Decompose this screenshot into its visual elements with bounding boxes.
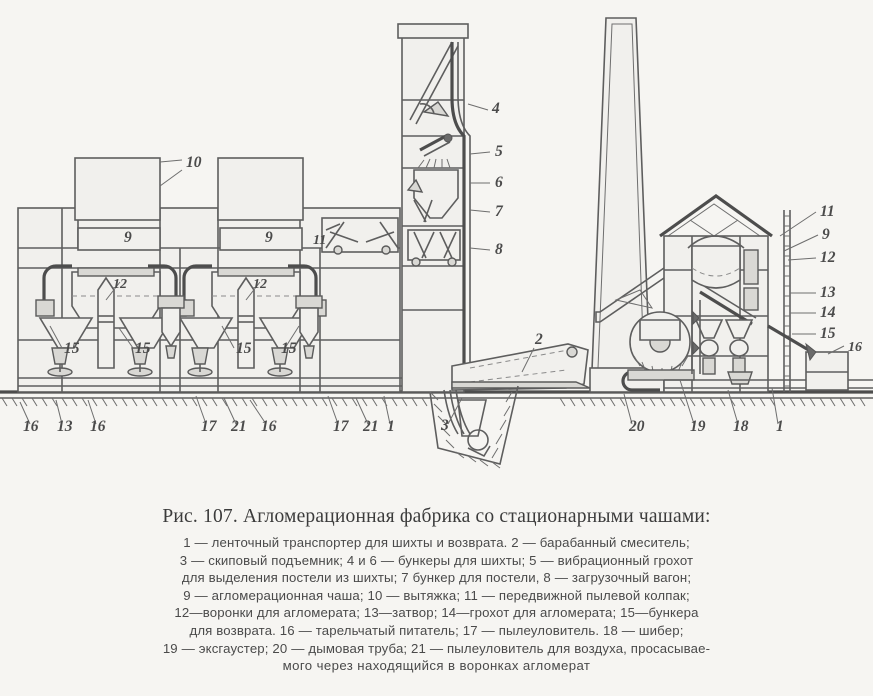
callout-16-b: 16 [90,418,106,435]
callout-17-b: 17 [333,418,350,435]
callout-20: 20 [628,418,645,435]
callout-7: 7 [495,203,504,220]
return-bunker-15-b [237,276,255,369]
belt-conveyor-1 [18,377,430,387]
callout-13-right: 13 [820,284,836,301]
callout-label-group: 10 9 9 11 12 12 15 15 15 15 16 13 16 17 … [23,100,862,435]
callout-12-b: 12 [253,277,267,292]
callout-9-b: 9 [265,229,273,246]
return-bunker-15-right-a [694,319,724,339]
drum-mixer-2 [451,343,589,391]
legend-line-8: мого через находящийся в воронках агломе… [282,658,591,674]
shiber-18 [691,300,701,374]
charge-bunker-6 [413,169,459,219]
exhauster-house [595,194,873,393]
callout-10: 10 [186,154,202,171]
callout-12-a: 12 [113,277,127,292]
callout-16-c: 16 [261,418,277,435]
callout-4: 4 [491,100,500,117]
legend-line-2: 3 — скиповый подъемник; 4 и 6 — бункеры … [179,552,694,568]
bed-bunker-7 [406,178,424,193]
exhaust-hood-10-a [74,157,161,221]
plate-feeder-16-right [727,371,753,385]
agglomerate-funnel-12 [38,317,94,349]
figure-caption: Рис. 107. Агломерационная фабрика со ста… [0,494,873,696]
callout-19: 19 [690,418,706,435]
sinter-pot-hall [17,157,430,393]
callout-2: 2 [534,331,543,348]
return-bunker-15-a [97,276,115,369]
technical-diagram: 10 9 9 11 12 12 15 15 15 15 16 13 16 17 … [0,17,873,469]
callout-16-a: 16 [23,418,39,435]
callout-1-b: 1 [776,418,784,435]
charging-wagon-8 [407,229,461,267]
callout-14-right: 14 [820,304,836,321]
legend-line-7: 19 — эксгаустер; 20 — дымовая труба; 21 … [162,640,711,656]
pot-assembly-b [175,264,327,377]
mobile-dust-hood-11 [321,217,399,255]
callout-15-right: 15 [820,325,836,342]
legend-line-4: 9 — агломерационная чаша; 10 — вытяжка; … [183,587,690,603]
pot-assembly-a [35,264,187,377]
callout-11-right: 11 [820,203,835,220]
callout-15-a: 15 [64,340,80,357]
callout-9-a: 9 [124,229,132,246]
callout-11-left: 11 [313,233,326,248]
main-downcomer [450,42,466,388]
callout-17-a: 17 [201,418,218,435]
callout-15-c: 15 [236,340,252,357]
callout-16-right: 16 [848,340,862,355]
legend-line-3: для выделения постели из шихты; 7 бункер… [181,570,692,586]
callout-leaders [19,103,845,425]
return-bunker-15-right-b [724,319,754,339]
callout-21-a: 21 [230,418,247,435]
callout-8: 8 [495,241,503,258]
callout-12-right: 12 [820,249,836,266]
callout-1-a: 1 [387,418,395,435]
gate-13-right [743,287,759,311]
callout-15-d: 15 [281,340,297,357]
legend-line-1: 1 — ленточный транспортер для шихты и во… [183,535,690,550]
callout-9-right: 9 [822,226,830,243]
figure-legend: 1 — ленточный транспортер для шихты и во… [0,534,873,675]
agglomerate-funnel-12-right [743,249,759,285]
ground-hatching [1,397,866,407]
callout-13-a: 13 [57,418,73,435]
figure-title: Рис. 107. Агломерационная фабрика со ста… [162,506,711,527]
sinter-pot-9-right [691,245,741,289]
dust-collector-17 [157,295,323,359]
callout-15-b: 15 [135,340,151,357]
charging-tower [397,23,471,393]
callout-18: 18 [733,418,749,435]
callout-6: 6 [495,174,503,191]
exhaust-hood-10-b [217,157,304,221]
callout-21-b: 21 [362,418,379,435]
exhauster-19 [627,311,695,381]
sinter-pot-9-a [77,227,161,251]
side-bin-16 [805,351,849,391]
skip-pit-and-mixer [429,343,591,469]
sinter-plant-schematic: 10 9 9 11 12 12 15 15 15 15 16 13 16 17 … [0,17,873,469]
callout-3: 3 [440,417,449,434]
sinter-pot-9-b [219,227,303,251]
legend-line-5: 12—воронки для агломерата; 13—затвор; 14… [174,605,699,621]
legend-line-6: для возврата. 16 — тарельчатый питатель;… [189,622,684,638]
callout-5: 5 [495,143,503,160]
